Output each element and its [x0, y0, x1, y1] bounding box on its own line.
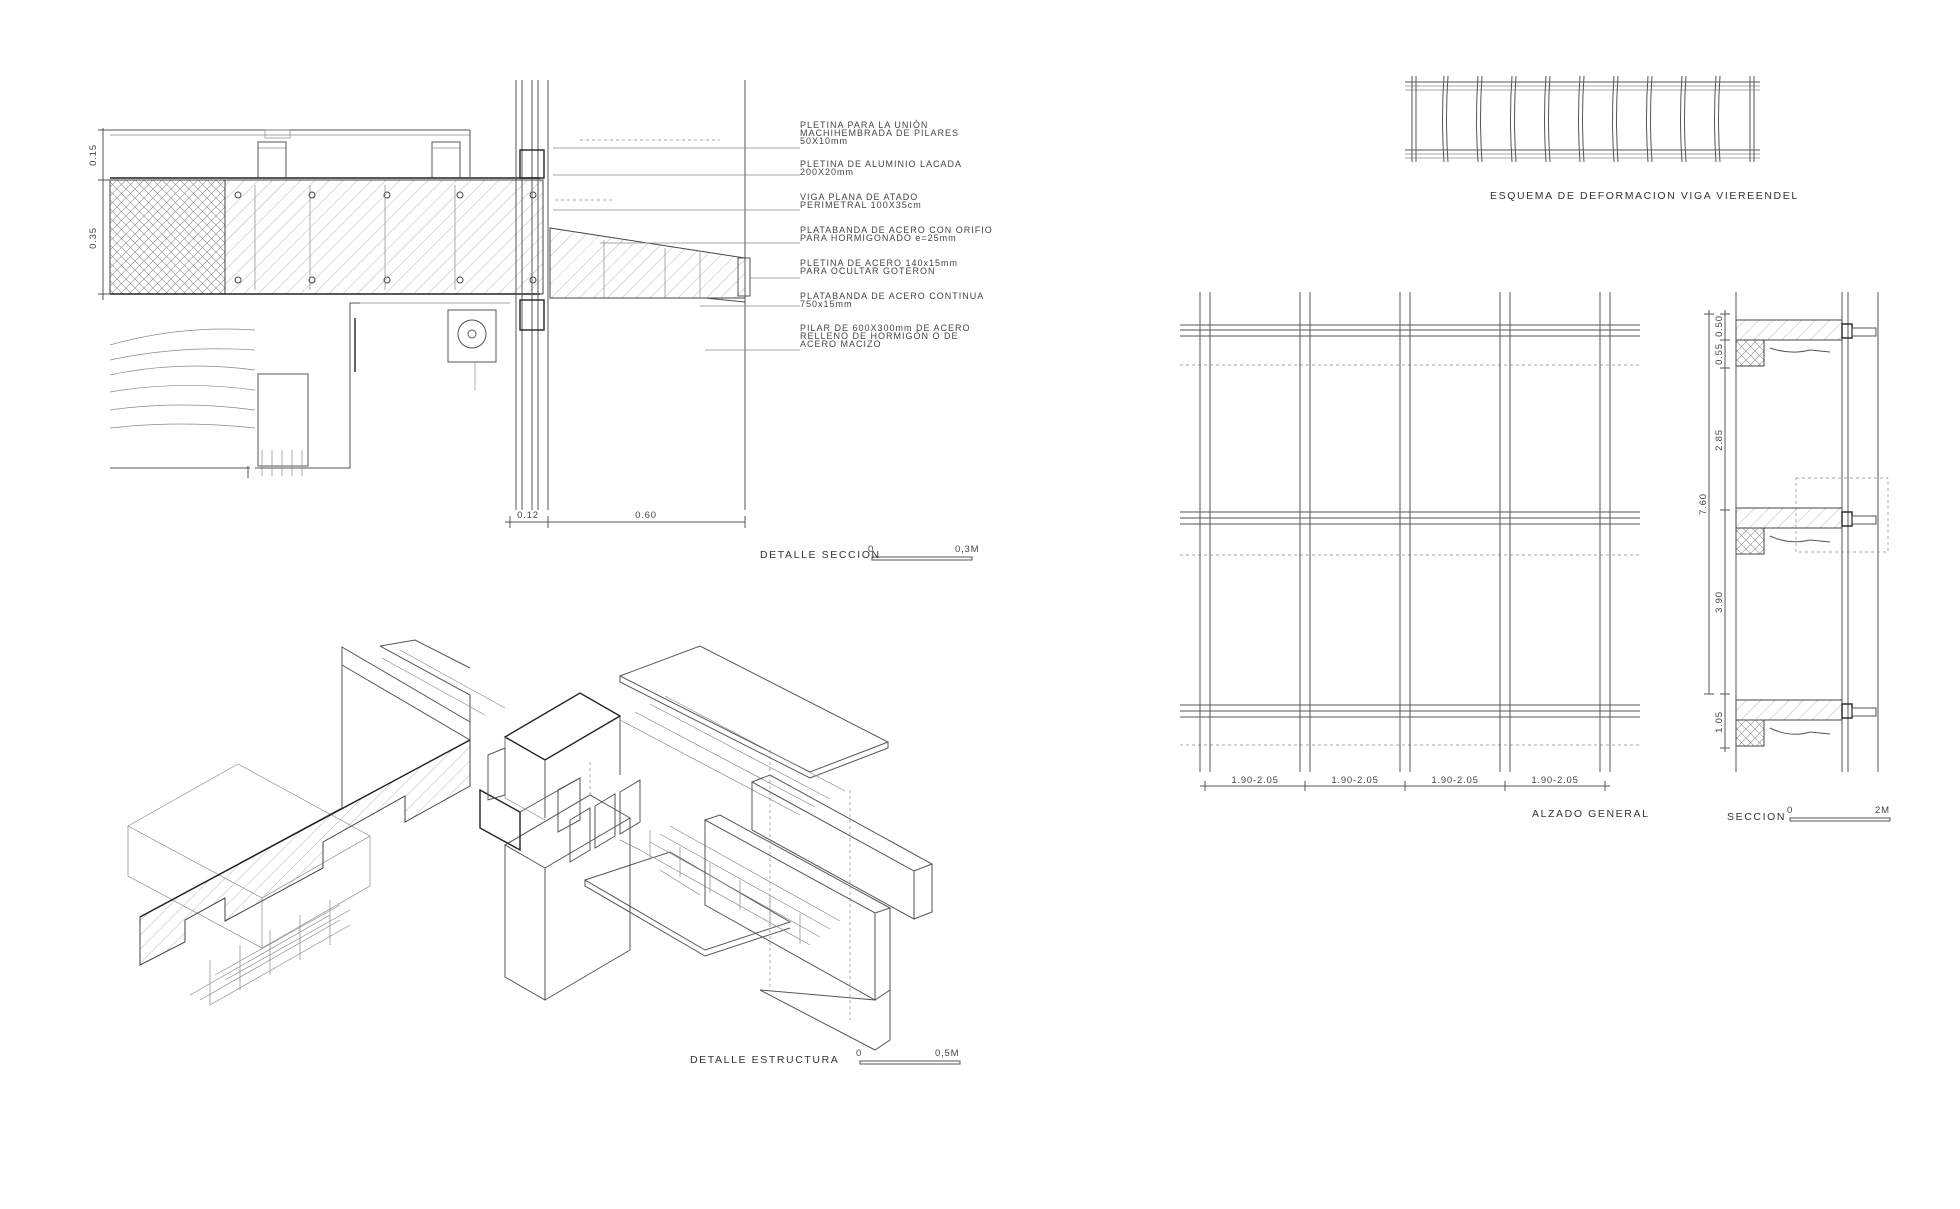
- section-detail-drawing: [98, 80, 973, 561]
- side-dim: 3.90: [1714, 591, 1725, 613]
- section-dim-vertical: 0.15: [88, 144, 99, 166]
- deformation-scheme-drawing: [1405, 75, 1760, 163]
- elevation-bay-dim: 1.90-2.05: [1531, 775, 1578, 786]
- annotation-line: PLETINA PARA LA UNIÓN: [800, 120, 928, 130]
- deformation-scheme-title: ESQUEMA DE DEFORMACION VIGA VIEREENDEL: [1490, 190, 1799, 202]
- elevation-bay-dim: 1.90-2.05: [1231, 775, 1278, 786]
- side-dim: 2.85: [1714, 429, 1725, 451]
- structure-detail-drawing: [127, 639, 934, 1051]
- annotation-line: PARA HORMIGONADO e=25mm: [800, 233, 957, 243]
- annotation-line: 200X20mm: [800, 167, 854, 177]
- annotation-line: PARA OCULTAR GOTERON: [800, 266, 936, 276]
- section-dim-vertical: 0.35: [88, 227, 99, 249]
- structure-scale-bar: [859, 1060, 961, 1065]
- annotation-line: PLATABANDA DE ACERO CON ORIFIO: [800, 225, 993, 235]
- annotation-line: RELLENO DE HORMIGÓN O DE: [800, 331, 959, 341]
- side-section-drawing: [1704, 292, 1891, 822]
- structure-scale-end: 0,5M: [935, 1048, 959, 1059]
- annotation-line: PLATABANDA DE ACERO CONTINUA: [800, 291, 984, 301]
- side-dim: 7.60: [1698, 493, 1709, 515]
- section-dim-horizontal: 0.60: [635, 510, 657, 521]
- annotation-line: PERIMETRAL 100X35cm: [800, 200, 922, 210]
- side-scale-end: 2M: [1875, 805, 1890, 816]
- side-dim: 0.50: [1714, 315, 1725, 337]
- elevation-bay-dim: 1.90-2.05: [1331, 775, 1378, 786]
- elevation-title: ALZADO GENERAL: [1532, 808, 1650, 820]
- structure-scale-start: 0: [856, 1048, 862, 1059]
- side-scale-start: 0: [1787, 805, 1793, 816]
- annotation-line: MACHIHEMBRADA DE PILARES: [800, 128, 959, 138]
- annotation-line: ACERO MACIZO: [800, 339, 882, 349]
- section-dim-horizontal: 0.12: [517, 510, 539, 521]
- section-detail-title: DETALLE SECCION: [760, 549, 881, 561]
- annotation-line: 50X10mm: [800, 136, 848, 146]
- elevation-drawing: [1180, 292, 1640, 791]
- annotation-line: PLETINA DE ALUMINIO LACADA: [800, 159, 962, 169]
- annotation-line: PLETINA DE ACERO 140x15mm: [800, 258, 958, 268]
- section-scale-start: 0: [868, 544, 874, 555]
- annotation-line: 750x15mm: [800, 299, 853, 309]
- section-scale-end: 0,3M: [955, 544, 979, 555]
- annotation-line: PILAR DE 600X300mm DE ACERO: [800, 323, 971, 333]
- annotation-line: VIGA PLANA DE ATADO: [800, 192, 918, 202]
- side-dim: 1.05: [1714, 711, 1725, 733]
- elevation-bay-dim: 1.90-2.05: [1431, 775, 1478, 786]
- side-dim: 0.55: [1714, 343, 1725, 365]
- side-section-title: SECCION: [1727, 811, 1786, 823]
- structure-detail-title: DETALLE ESTRUCTURA: [690, 1054, 839, 1066]
